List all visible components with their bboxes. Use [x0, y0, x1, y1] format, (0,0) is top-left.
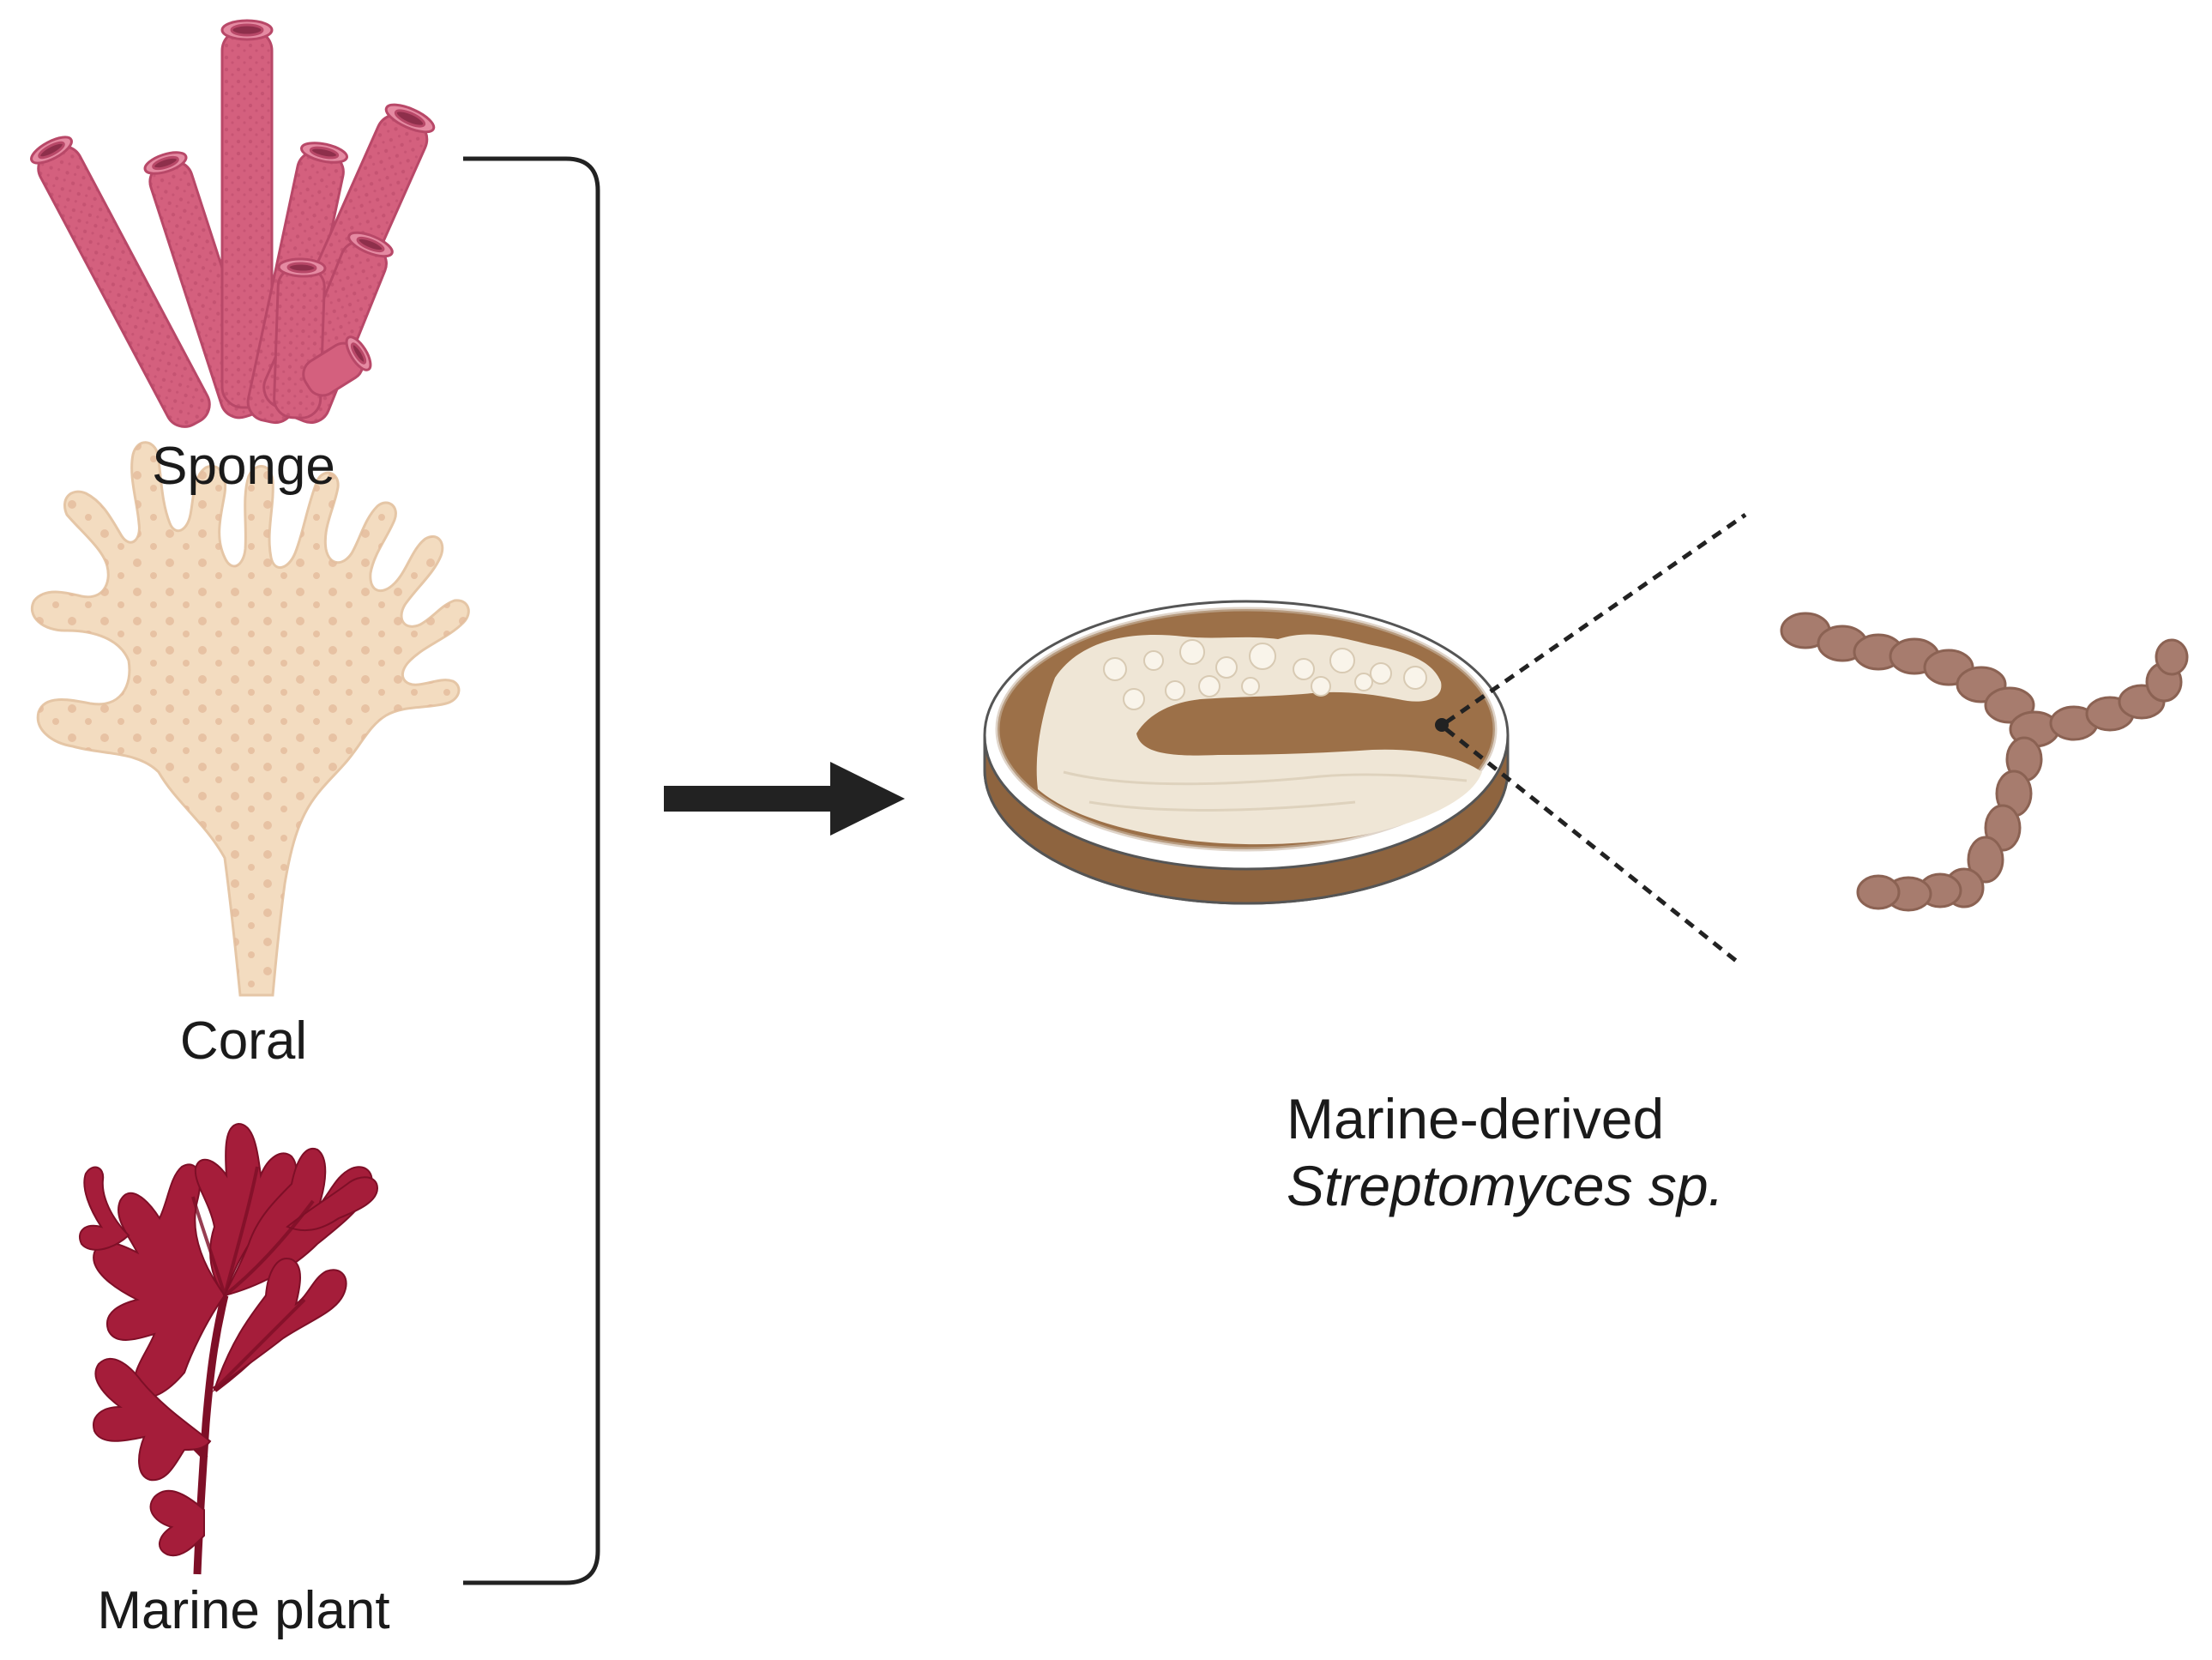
result-line1: Marine-derived	[1287, 1087, 1665, 1150]
petri-dish-icon	[983, 600, 1510, 905]
sponge-label: Sponge	[152, 437, 335, 496]
marine-plant-label: Marine plant	[97, 1581, 390, 1640]
result-species: Streptomyces sp.	[1287, 1154, 1724, 1217]
bracket	[463, 156, 600, 1585]
sponge-icon	[30, 19, 436, 428]
marine-plant-icon	[79, 1122, 379, 1575]
arrow-icon	[664, 762, 905, 836]
streptomyces-filament-icon	[1780, 612, 2189, 912]
result-label: Marine-derived Streptomyces sp.	[1287, 1085, 1724, 1219]
coral-label: Coral	[179, 1011, 308, 1071]
coral-icon	[31, 441, 470, 997]
zoom-lines	[1444, 512, 1747, 965]
